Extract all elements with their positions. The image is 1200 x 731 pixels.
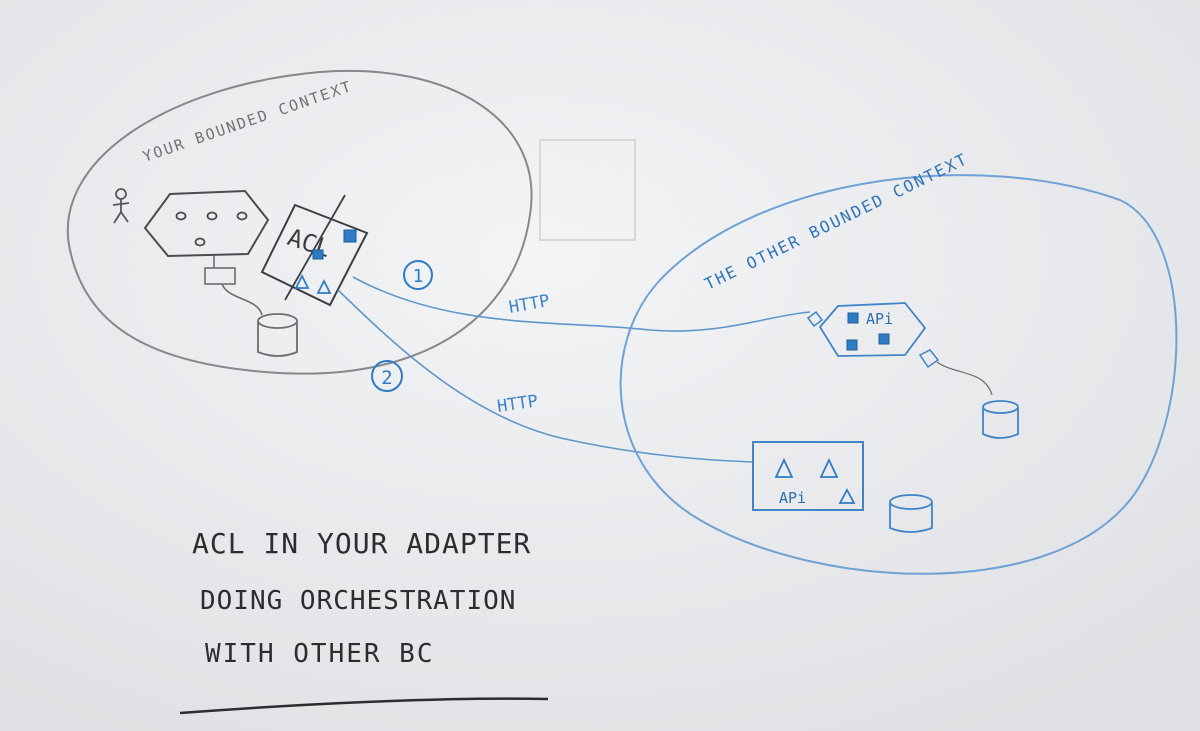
api-2-triangle-icon-2 bbox=[819, 457, 839, 478]
connection-2-number: 2 bbox=[381, 367, 392, 389]
paper-watermark bbox=[539, 139, 636, 241]
your-bounded-context-boundary bbox=[67, 69, 533, 375]
api-1-db-connector bbox=[936, 361, 993, 396]
user-icon bbox=[112, 188, 130, 224]
caption-line-2: DOING ORCHESTRATION bbox=[200, 586, 516, 616]
acl-triangle-icon-1 bbox=[294, 273, 310, 289]
connection-1-number: 1 bbox=[413, 266, 424, 287]
connection-2-line bbox=[337, 289, 753, 463]
api-2-triangle-icon-1 bbox=[774, 457, 794, 478]
api-1-square-icon bbox=[847, 312, 859, 324]
api-2-label: APi bbox=[779, 489, 806, 507]
api-1-database-icon bbox=[982, 400, 1019, 439]
api-2-database-icon bbox=[889, 494, 933, 533]
caption-line-3: WITH OTHER BC bbox=[205, 639, 435, 669]
acl-triangle-icon-2 bbox=[316, 278, 332, 294]
api-2-triangle-icon-3 bbox=[838, 488, 856, 504]
api-1-port-right bbox=[918, 349, 940, 369]
api-1-service: APi bbox=[806, 302, 993, 396]
api-2-service: APi bbox=[752, 441, 864, 511]
acl-adapter: ACL bbox=[260, 194, 369, 307]
other-bounded-context-boundary bbox=[619, 174, 1178, 575]
api-1-square-icon-3 bbox=[878, 333, 890, 345]
api-1-label: APi bbox=[866, 310, 893, 328]
domain-entities bbox=[175, 211, 248, 247]
acl-square-icon bbox=[343, 229, 357, 243]
connection-1-badge bbox=[403, 260, 433, 290]
your-database-icon bbox=[257, 313, 298, 357]
connection-2-badge bbox=[371, 360, 403, 392]
acl-square-icon-small bbox=[312, 249, 324, 260]
api-1-port-left bbox=[806, 310, 824, 328]
caption-underline bbox=[179, 697, 549, 715]
connection-1-line bbox=[352, 276, 811, 332]
api-1-square-icon-2 bbox=[846, 339, 858, 351]
caption-line-1: ACL IN YOUR ADAPTER bbox=[192, 527, 531, 560]
domain-hexagon bbox=[143, 189, 270, 258]
repository-connector bbox=[204, 256, 263, 316]
